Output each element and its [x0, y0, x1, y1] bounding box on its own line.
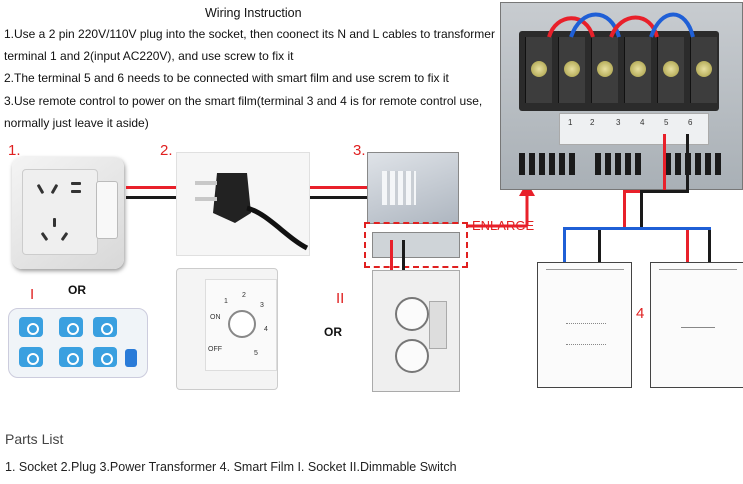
wire-black-horizontal — [640, 190, 689, 193]
label-roman-1: I — [30, 286, 34, 303]
instruction-line-4: 3.Use remote control to power on the sma… — [4, 93, 482, 109]
wire-red-film2 — [686, 230, 689, 263]
dimmer-off-label: OFF — [208, 346, 222, 353]
parts-list-title: Parts List — [5, 431, 63, 447]
panel-top-wires — [501, 3, 743, 43]
instruction-line-2: terminal 1 and 2(input AC220V), and use … — [4, 48, 293, 64]
label-4: 4 — [636, 305, 644, 322]
or-label-2: OR — [324, 325, 342, 339]
wire-red-plug-transformer — [310, 186, 368, 189]
label-3: 3. — [353, 142, 366, 159]
dimmer-mark-3: 3 — [260, 302, 264, 309]
wire-red-terminal-5 — [663, 134, 666, 190]
remote-timer-switch — [372, 270, 460, 392]
terminal-label-6: 6 — [688, 118, 692, 127]
wire-black-socket-plug — [126, 196, 176, 199]
label-2: 2. — [160, 142, 173, 159]
wire-black-transformer-timer — [402, 240, 405, 272]
wire-red-transformer-timer — [390, 240, 393, 272]
plug-image — [176, 152, 310, 256]
terminal-label-5: 5 — [664, 118, 668, 127]
wiring-title: Wiring Instruction — [205, 6, 302, 20]
instruction-line-1: 1.Use a 2 pin 220V/110V plug into the so… — [4, 26, 495, 42]
dimmer-mark-1: 1 — [224, 298, 228, 305]
terminal-label-1: 1 — [568, 118, 572, 127]
dimmer-mark-5: 5 — [254, 350, 258, 357]
dimmer-switch: ON OFF 1 2 3 4 5 — [176, 268, 278, 390]
terminal-panel-enlarged: 1 2 3 4 5 6 — [500, 2, 743, 190]
label-roman-2: II — [336, 290, 344, 307]
parts-list-items: 1. Socket 2.Plug 3.Power Transformer 4. … — [5, 460, 457, 474]
panel-vents — [519, 153, 729, 175]
dimmer-mark-4: 4 — [264, 326, 268, 333]
terminal-label-2: 2 — [590, 118, 594, 127]
power-strip — [8, 308, 148, 378]
or-label-1: OR — [68, 283, 86, 297]
terminal-label-3: 3 — [616, 118, 620, 127]
terminal-label-4: 4 — [640, 118, 644, 127]
dimmer-on-label: ON — [210, 314, 221, 321]
smart-film-2 — [650, 262, 743, 388]
instruction-line-5: normally just leave it aside) — [4, 115, 149, 131]
wire-black-film2 — [708, 230, 711, 263]
smart-film-1 — [537, 262, 632, 388]
wire-blue-film1 — [563, 227, 566, 263]
dimmer-knob — [228, 310, 256, 338]
terminal-block — [519, 31, 719, 111]
wire-black-plug-transformer — [310, 196, 368, 199]
wire-black-film1 — [598, 230, 601, 263]
wire-black-down — [640, 190, 643, 230]
instruction-line-3: 2.The terminal 5 and 6 needs to be conne… — [4, 70, 449, 86]
wall-socket — [12, 157, 124, 269]
wire-black-terminal-6 — [686, 134, 689, 190]
dimmer-mark-2: 2 — [242, 292, 246, 299]
wire-red-socket-plug — [126, 186, 176, 189]
wire-red-down — [623, 190, 626, 228]
power-transformer — [367, 152, 459, 224]
enlarge-highlight-box — [364, 222, 468, 268]
